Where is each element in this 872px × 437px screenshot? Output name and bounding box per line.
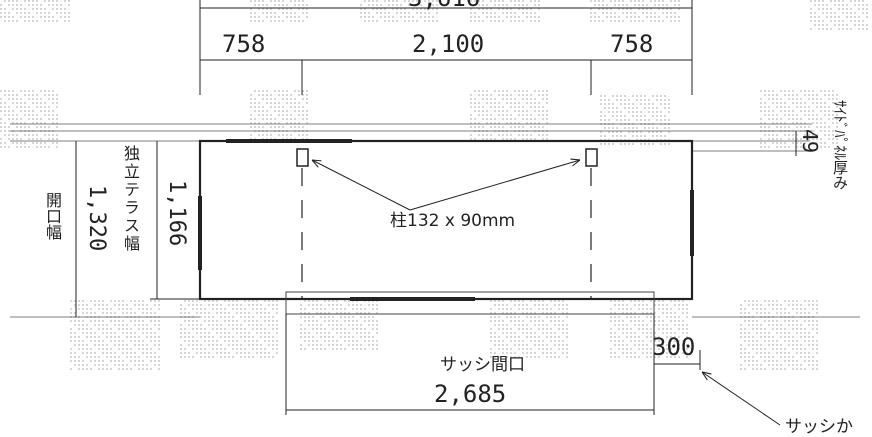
left-dimension-lines [75, 141, 200, 317]
dimension-top-partial: 3,616 [408, 0, 480, 12]
dimension-right-bay: 758 [610, 30, 653, 58]
opening-width-label: 開口幅 [43, 192, 62, 240]
reference-lines [10, 123, 860, 318]
dimension-sash-offset: 300 [652, 333, 695, 361]
column-grid-lines [301, 168, 592, 299]
dimension-center-bay: 2,100 [412, 30, 484, 58]
sash-frame [285, 291, 655, 315]
dimension-sash-opening: 2,685 [434, 380, 506, 408]
column-left [296, 148, 309, 167]
column-leaders [312, 160, 580, 211]
sash-opening-label: サッシ間口 [440, 355, 525, 375]
column-right [585, 148, 598, 167]
column-size-label: 柱132 x 90mm [390, 211, 515, 231]
bottom-dimension-lines [285, 314, 781, 426]
dimension-opening-depth: 1,320 [84, 185, 109, 252]
side-panel-thickness-label: ｻｲﾄﾞﾊﾟﾈﾙ厚み [831, 100, 849, 191]
independent-terrace-width-label: 独立テラス幅 [121, 145, 140, 253]
dimension-terrace-depth: 1,166 [164, 180, 189, 247]
terrace-outline [198, 139, 694, 301]
from-sash-label: サッシか [785, 417, 853, 437]
dimension-panel-thickness: 49 [798, 129, 822, 153]
top-dimension-lines [199, 0, 693, 95]
dimension-left-bay: 758 [222, 30, 265, 58]
